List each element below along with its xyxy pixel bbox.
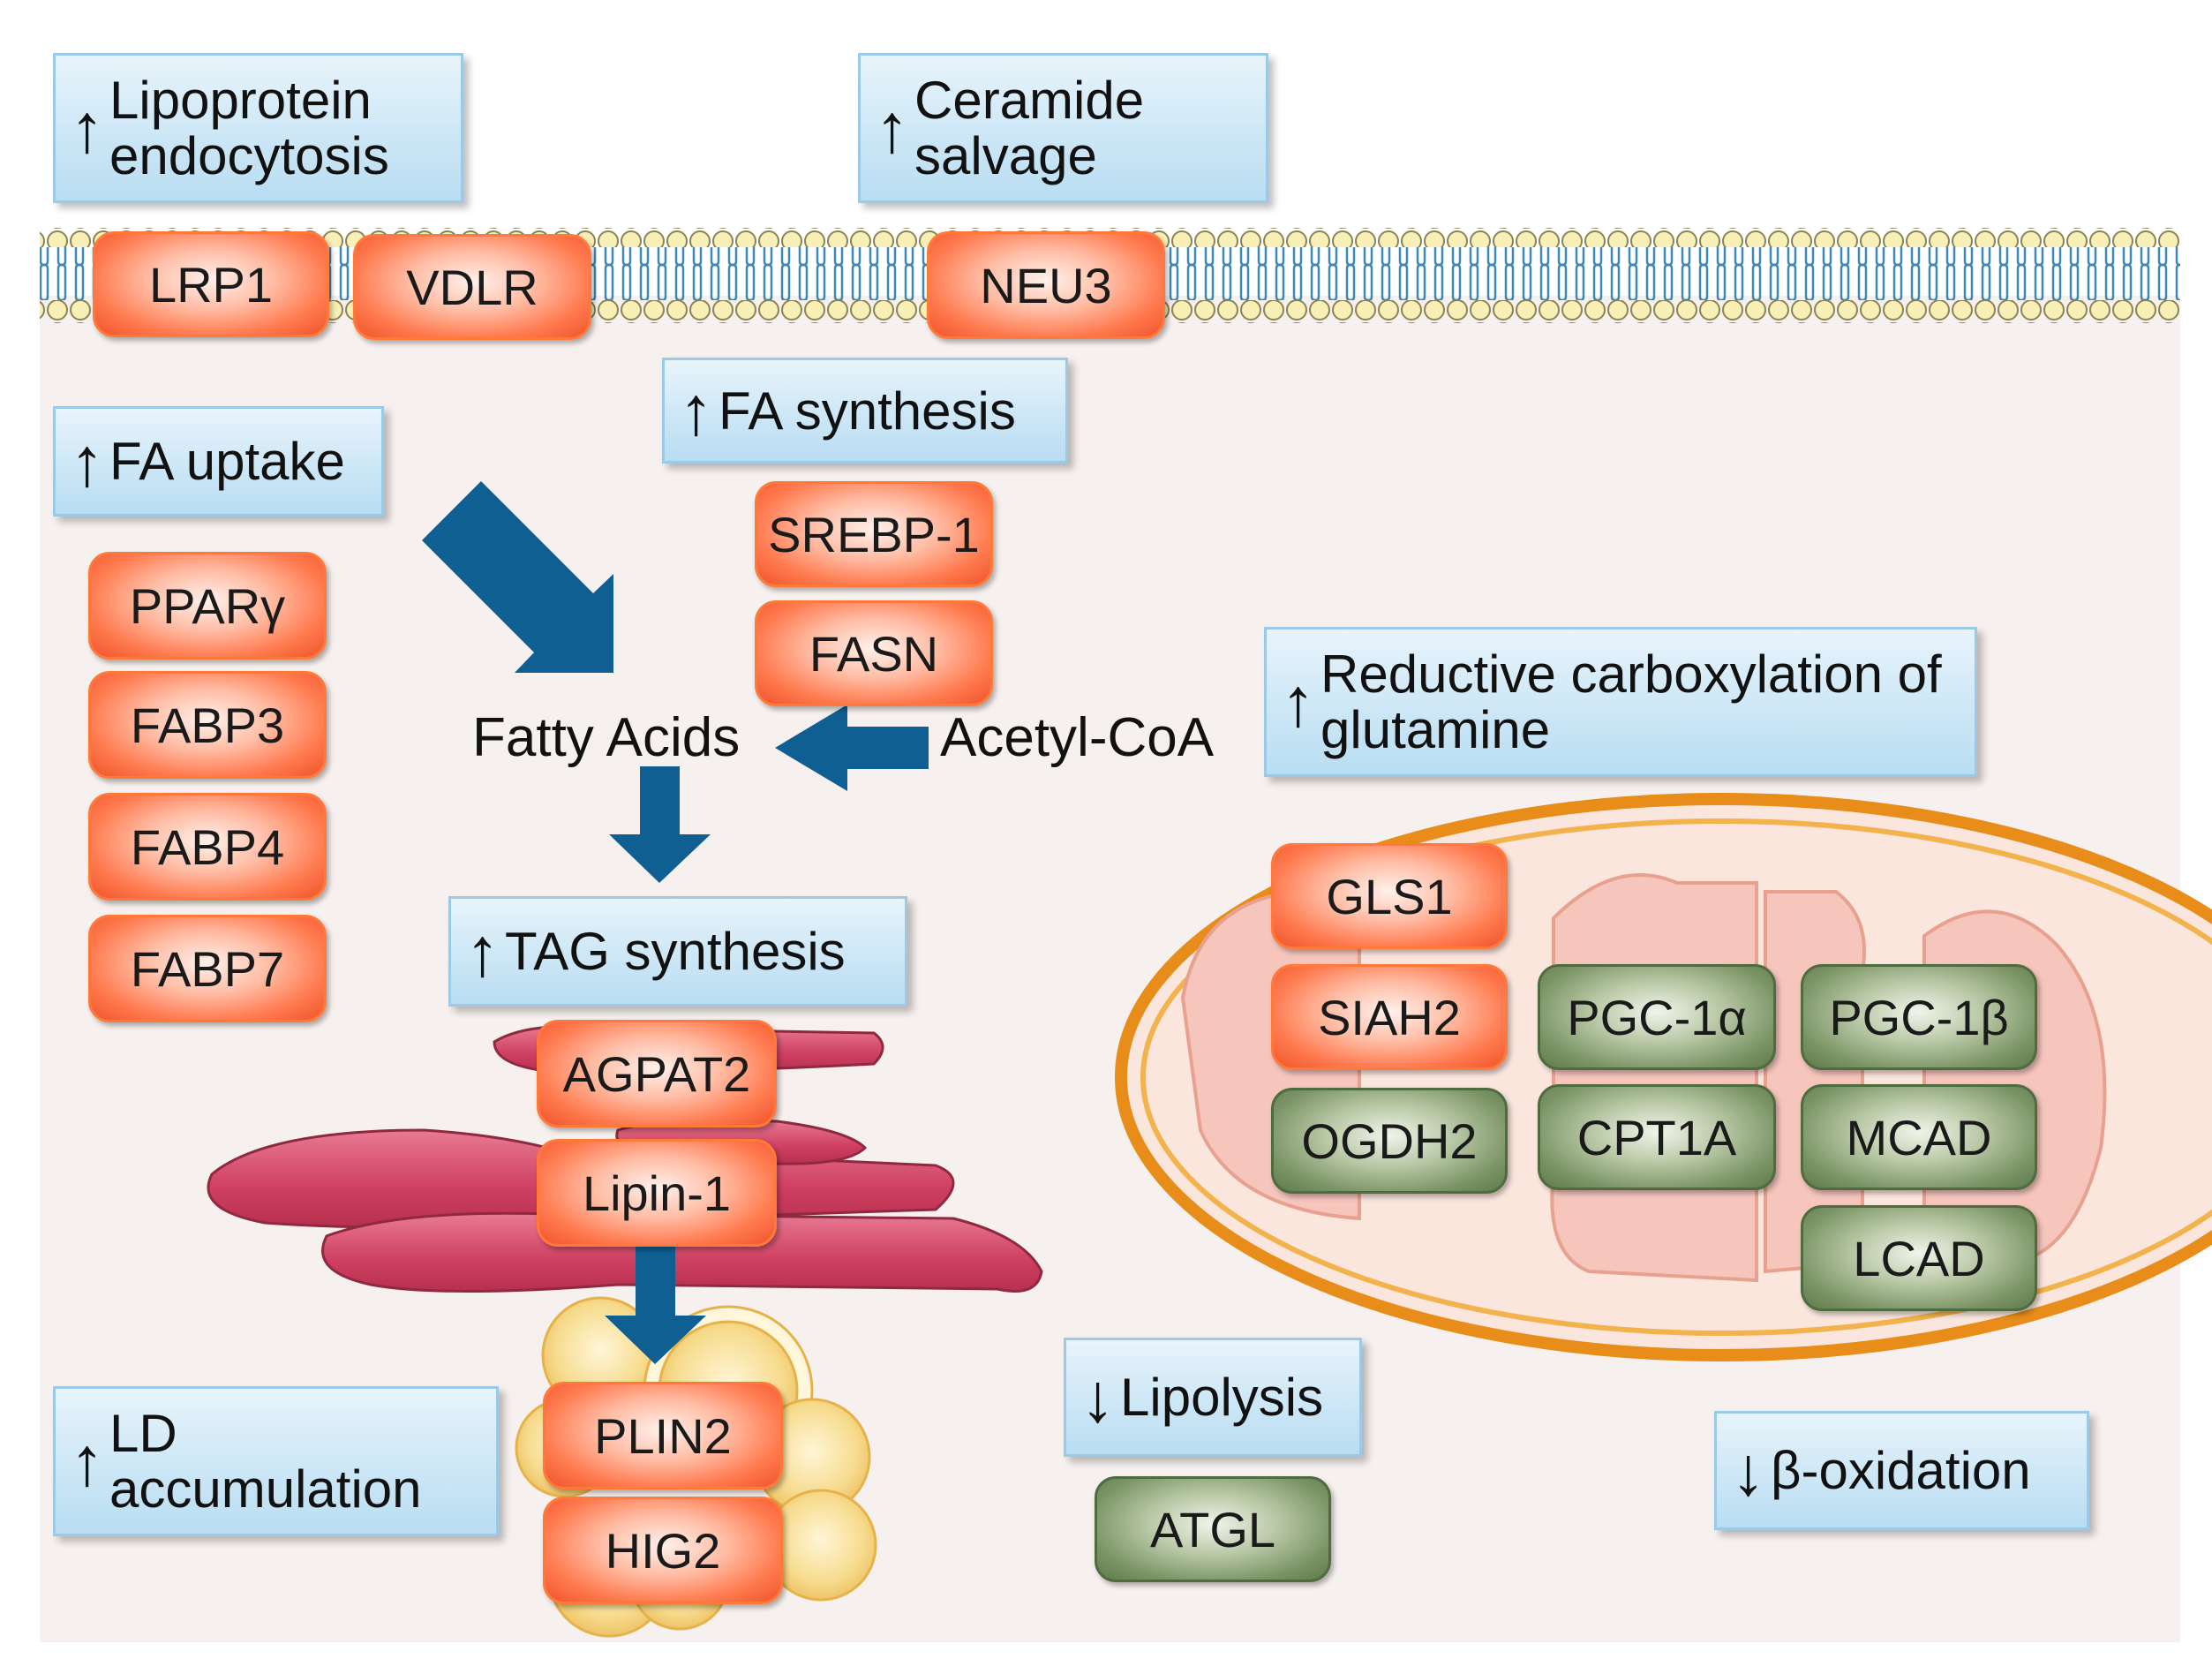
protein-neu3: NEU3	[927, 231, 1165, 339]
protein-lrp1: LRP1	[93, 231, 329, 337]
process-lipoprotein-endocytosis: ↑ Lipoprotein endocytosis	[53, 53, 463, 203]
up-arrow-icon: ↑	[70, 422, 104, 501]
protein-cpt1a: CPT1A	[1538, 1084, 1776, 1190]
protein-gls1: GLS1	[1271, 843, 1508, 949]
protein-vdlr: VDLR	[353, 234, 591, 340]
acetyl-to-fa-arrow	[775, 705, 929, 791]
up-arrow-icon: ↑	[875, 89, 909, 167]
flow-arrows	[422, 481, 929, 1364]
fa-to-tag-arrow	[609, 766, 711, 883]
protein-lcad: LCAD	[1801, 1205, 2037, 1311]
up-arrow-icon: ↑	[465, 912, 500, 991]
protein-fabp7: FABP7	[88, 915, 327, 1022]
down-arrow-icon: ↓	[1080, 1358, 1115, 1436]
metabolite-fatty-acids: Fatty Acids	[472, 707, 741, 768]
protein-pgc1-beta: PGC-1β	[1801, 964, 2037, 1070]
process-lipolysis: ↓ Lipolysis	[1064, 1338, 1362, 1457]
protein-ppar-gamma: PPARγ	[88, 552, 327, 660]
protein-pgc1-alpha: PGC-1α	[1538, 964, 1776, 1070]
protein-hig2: HIG2	[543, 1497, 783, 1604]
protein-mcad: MCAD	[1801, 1084, 2037, 1190]
process-ld-accumulation: ↑ LD accumulation	[53, 1386, 499, 1536]
protein-srebp1: SREBP-1	[755, 481, 993, 587]
down-arrow-icon: ↓	[1731, 1431, 1765, 1510]
protein-lipin1: Lipin-1	[537, 1139, 777, 1247]
process-ceramide-salvage: ↑ Ceramide salvage	[858, 53, 1268, 203]
fa-uptake-arrow	[422, 481, 613, 673]
protein-plin2: PLIN2	[543, 1382, 783, 1489]
up-arrow-icon: ↑	[70, 89, 104, 167]
process-tag-synthesis: ↑ TAG synthesis	[448, 896, 907, 1007]
process-reductive-carboxylation: ↑ Reductive carboxylation of glutamine	[1264, 627, 1977, 777]
protein-fabp4: FABP4	[88, 793, 327, 901]
protein-fasn: FASN	[755, 600, 993, 706]
protein-atgl: ATGL	[1095, 1476, 1331, 1582]
protein-siah2: SIAH2	[1271, 964, 1508, 1070]
process-beta-oxidation: ↓ β-oxidation	[1714, 1411, 2089, 1530]
metabolite-acetyl-coa: Acetyl-CoA	[940, 707, 1215, 768]
protein-ogdh2: OGDH2	[1271, 1088, 1508, 1194]
protein-agpat2: AGPAT2	[537, 1020, 777, 1127]
up-arrow-icon: ↑	[70, 1422, 104, 1500]
process-fa-uptake: ↑ FA uptake	[53, 406, 384, 517]
lipin-to-ld-arrow	[605, 1247, 706, 1364]
process-fa-synthesis: ↑ FA synthesis	[662, 358, 1068, 464]
up-arrow-icon: ↑	[1281, 663, 1315, 741]
protein-fabp3: FABP3	[88, 671, 327, 779]
up-arrow-icon: ↑	[679, 372, 713, 449]
